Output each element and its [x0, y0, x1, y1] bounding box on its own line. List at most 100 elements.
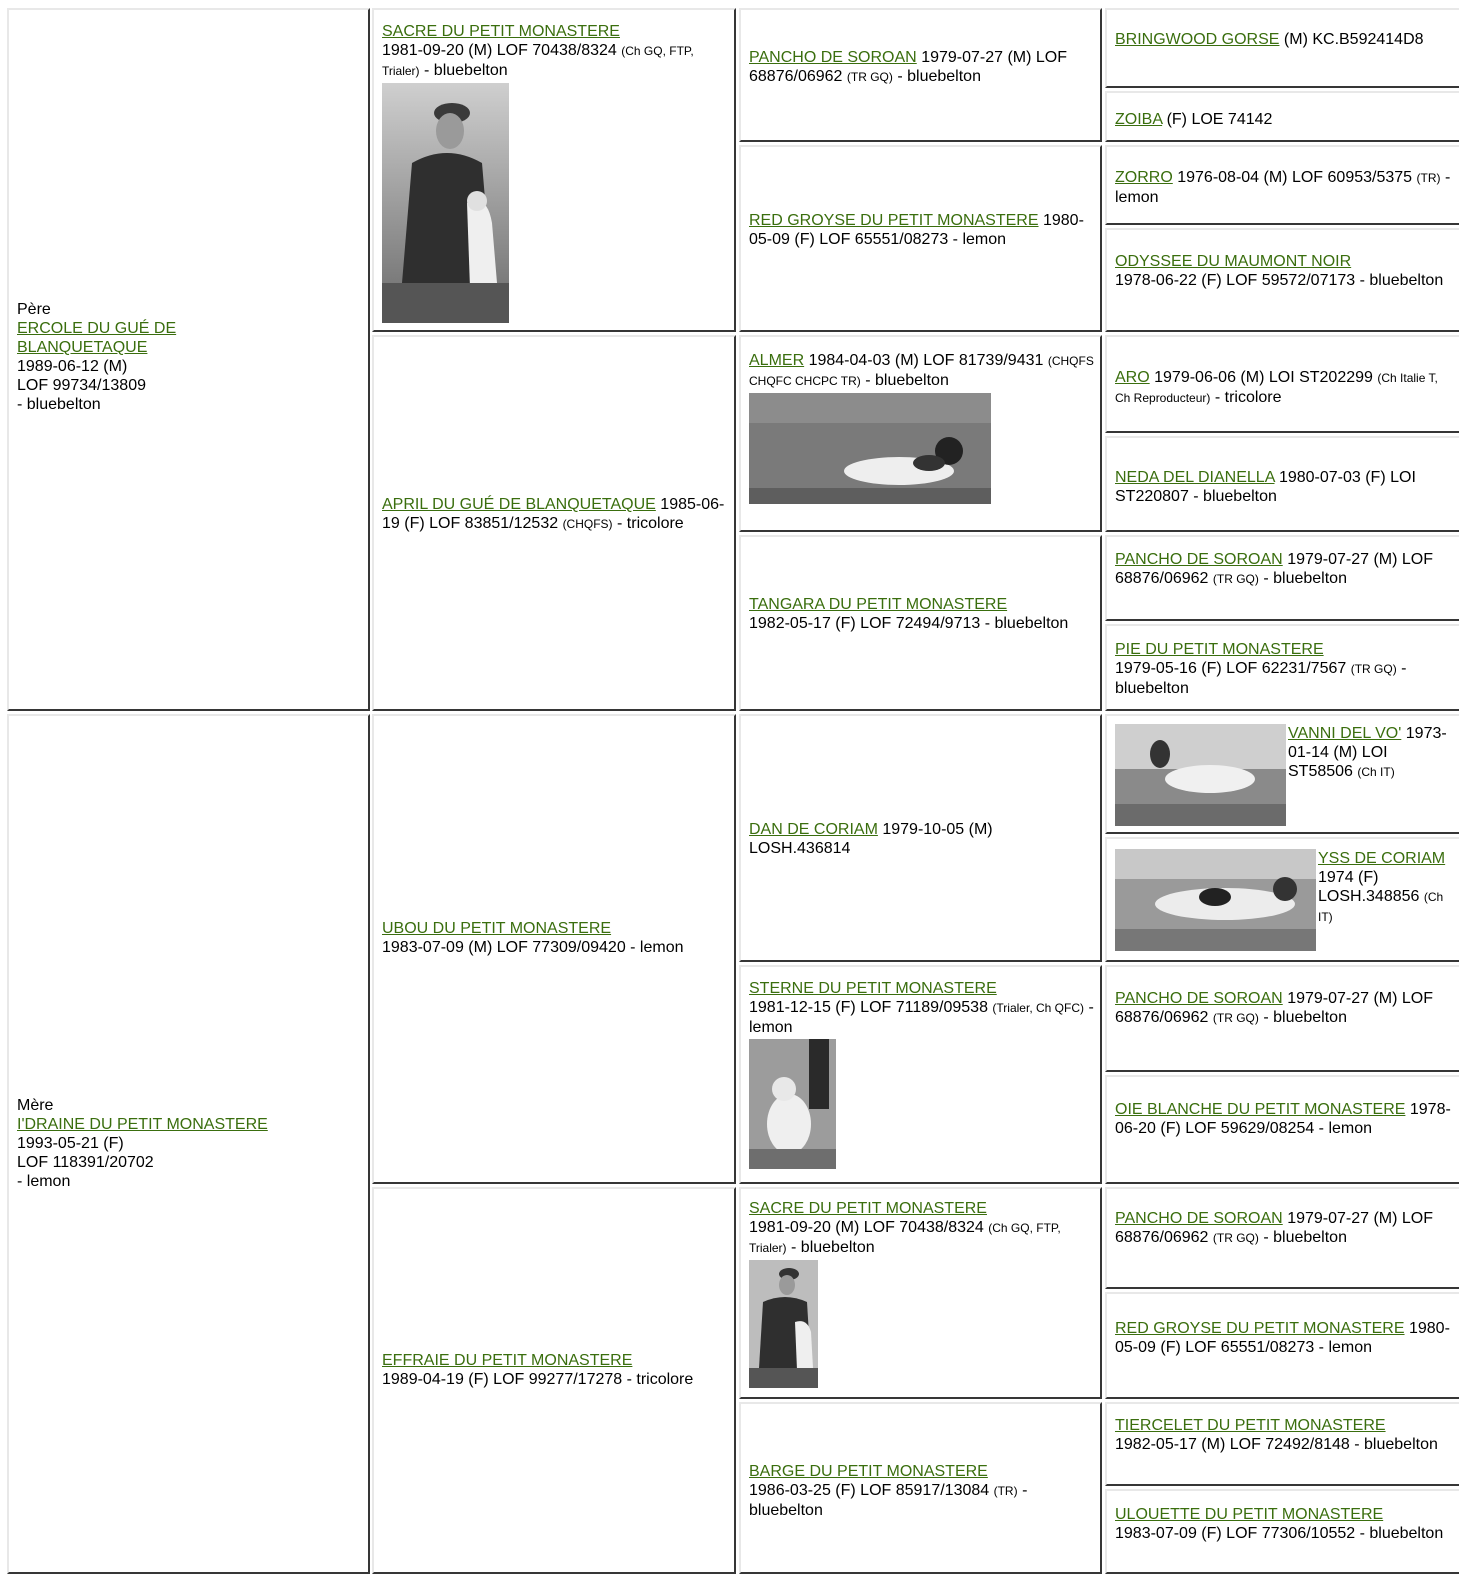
dog-link-red-groyse[interactable]: RED GROYSE DU PETIT MONASTERE [1115, 1320, 1405, 1337]
dog-link-idraine[interactable]: I'DRAINE DU PETIT MONASTERE [17, 1116, 268, 1133]
hunter-with-dog-photo [749, 1260, 1094, 1388]
pedigree-cell-neda: NEDA DEL DIANELLA 1980-07-03 (F) LOI ST2… [1105, 436, 1459, 532]
dog-color: - bluebelton [791, 1239, 875, 1256]
hunter-with-dog-photo [382, 83, 728, 323]
dog-info: 1986-03-25 (F) LOF 85917/13084 [749, 1482, 990, 1499]
dog-link-april[interactable]: APRIL DU GUÉ DE BLANQUETAQUE [382, 496, 656, 513]
dog-info: 1984-04-03 (M) LOF 81739/9431 [808, 352, 1044, 369]
pedigree-cell-oie-blanche: OIE BLANCHE DU PETIT MONASTERE 1978-06-2… [1105, 1075, 1459, 1184]
dog-color: - bluebelton [424, 62, 508, 79]
dog-info: 1983-07-09 (F) LOF 77306/10552 - bluebel… [1115, 1525, 1444, 1542]
dog-info: 1981-09-20 (M) LOF 70438/8324 [382, 42, 617, 59]
dog-color: - bluebelton [897, 68, 981, 85]
setter-standing-photo [1115, 724, 1286, 826]
dog-link-dan[interactable]: DAN DE CORIAM [749, 821, 878, 838]
pedigree-cell-pie: PIE DU PETIT MONASTERE 1979-05-16 (F) LO… [1105, 624, 1459, 711]
dog-info: 1981-09-20 (M) LOF 70438/8324 [749, 1219, 984, 1236]
dog-info: 1979-07-27 (M) LOF 68876/06962 [1115, 1210, 1434, 1246]
dog-birth: 1989-06-12 (M) [17, 358, 128, 375]
dog-info: 1980-07-03 (F) LOI ST220807 - bluebelton [1115, 469, 1416, 505]
dog-titles: (Ch Italie T, Ch Reproducteur) [1115, 371, 1438, 405]
dog-link-pancho[interactable]: PANCHO DE SOROAN [1115, 1210, 1283, 1227]
setter-pointing-photo [1115, 849, 1316, 951]
dog-info: 1979-07-27 (M) LOF 68876/06962 [1115, 990, 1434, 1026]
dog-in-field-photo [749, 393, 1094, 504]
dog-link-zorro[interactable]: ZORRO [1115, 169, 1173, 186]
dog-color: - lemon [1115, 169, 1451, 206]
dog-titles: (TR GQ) [1212, 1231, 1259, 1245]
dog-color: - bluebelton [865, 372, 949, 389]
dog-info: (M) KC.B592414D8 [1283, 31, 1424, 48]
dog-color: - lemon [17, 1173, 71, 1190]
dog-color: - bluebelton [1263, 1229, 1347, 1246]
dog-info: 1979-05-16 (F) LOF 62231/7567 [1115, 660, 1347, 677]
dog-titles: (CHQFS CHQFC CHCPC TR) [749, 354, 1094, 388]
dog-link-sacre[interactable]: SACRE DU PETIT MONASTERE [749, 1200, 987, 1217]
dog-titles: (Trialer, Ch QFC) [992, 1001, 1084, 1015]
pedigree-cell-barge: BARGE DU PETIT MONASTERE 1986-03-25 (F) … [739, 1402, 1102, 1574]
dog-color: - bluebelton [1115, 660, 1407, 697]
pedigree-cell-dam: Mère I'DRAINE DU PETIT MONASTERE 1993-05… [7, 714, 370, 1574]
pedigree-cell-tangara: TANGARA DU PETIT MONASTERE 1982-05-17 (F… [739, 535, 1102, 711]
dog-link-ulouette[interactable]: ULOUETTE DU PETIT MONASTERE [1115, 1506, 1384, 1523]
dog-link-pancho[interactable]: PANCHO DE SOROAN [1115, 990, 1283, 1007]
dog-info: 1978-06-20 (F) LOF 59629/08254 - lemon [1115, 1101, 1451, 1137]
pedigree-cell-zorro: ZORRO 1976-08-04 (M) LOF 60953/5375 (TR)… [1105, 145, 1459, 225]
dog-titles: (TR GQ) [1212, 572, 1259, 586]
dog-titles: (TR) [1416, 171, 1441, 185]
pedigree-cell-ulouette: ULOUETTE DU PETIT MONASTERE 1983-07-09 (… [1105, 1489, 1459, 1574]
dog-link-zoiba[interactable]: ZOIBA [1115, 111, 1163, 128]
pedigree-cell-aro: ARO 1979-06-06 (M) LOI ST202299 (Ch Ital… [1105, 335, 1459, 433]
dog-link-pie[interactable]: PIE DU PETIT MONASTERE [1115, 641, 1324, 658]
pedigree-cell-effraie: EFFRAIE DU PETIT MONASTERE 1989-04-19 (F… [372, 1187, 736, 1574]
pedigree-cell-dan: DAN DE CORIAM 1979-10-05 (M) LOSH.436814 [739, 714, 1102, 962]
dog-info: 1982-05-17 (M) LOF 72492/8148 - bluebelt… [1115, 1436, 1438, 1453]
dog-titles: (TR GQ) [846, 70, 893, 84]
dog-link-tangara[interactable]: TANGARA DU PETIT MONASTERE [749, 596, 1008, 613]
dog-link-pancho[interactable]: PANCHO DE SOROAN [749, 49, 917, 66]
dog-color: - lemon [749, 999, 1094, 1036]
dog-info: 1979-07-27 (M) LOF 68876/06962 [1115, 551, 1434, 587]
dog-link-ercole[interactable]: ERCOLE DU GUÉ DE BLANQUETAQUE [17, 320, 177, 356]
dog-link-ubou[interactable]: UBOU DU PETIT MONASTERE [382, 920, 612, 937]
pedigree-cell-zoiba: ZOIBA (F) LOE 74142 [1105, 91, 1459, 142]
dog-link-effraie[interactable]: EFFRAIE DU PETIT MONASTERE [382, 1352, 633, 1369]
dog-registration: LOF 99734/13809 [17, 377, 146, 394]
dog-titles: (TR) [993, 1484, 1018, 1498]
pedigree-cell-sacre-2: SACRE DU PETIT MONASTERE 1981-09-20 (M) … [739, 1187, 1102, 1399]
dog-info: (F) LOE 74142 [1166, 111, 1273, 128]
dog-link-barge[interactable]: BARGE DU PETIT MONASTERE [749, 1463, 988, 1480]
dog-link-pancho[interactable]: PANCHO DE SOROAN [1115, 551, 1283, 568]
dog-link-vanni[interactable]: VANNI DEL VO' [1288, 725, 1402, 742]
dog-link-neda[interactable]: NEDA DEL DIANELLA [1115, 469, 1275, 486]
dog-titles: (TR GQ) [1350, 662, 1397, 676]
dog-registration: LOF 118391/20702 [17, 1154, 154, 1171]
dog-link-oie-blanche[interactable]: OIE BLANCHE DU PETIT MONASTERE [1115, 1101, 1406, 1118]
dog-titles: (Ch IT) [1357, 765, 1395, 779]
dog-info: 1973-01-14 (M) LOI ST58506 [1288, 725, 1447, 780]
dog-info: 1989-04-19 (F) LOF 99277/17278 - tricolo… [382, 1371, 694, 1388]
dog-titles: (CHQFS) [562, 517, 613, 531]
pedigree-cell-almer: ALMER 1984-04-03 (M) LOF 81739/9431 (CHQ… [739, 335, 1102, 532]
dog-info: 1976-08-04 (M) LOF 60953/5375 [1177, 169, 1413, 186]
dog-link-aro[interactable]: ARO [1115, 369, 1150, 386]
dog-info: 1985-06-19 (F) LOF 83851/12532 [382, 496, 725, 532]
dog-link-sterne[interactable]: STERNE DU PETIT MONASTERE [749, 980, 997, 997]
dog-link-bringwood[interactable]: BRINGWOOD GORSE [1115, 31, 1280, 48]
dog-link-sacre[interactable]: SACRE DU PETIT MONASTERE [382, 23, 620, 40]
pedigree-cell-pancho: PANCHO DE SOROAN 1979-07-27 (M) LOF 6887… [739, 8, 1102, 142]
dog-link-almer[interactable]: ALMER [749, 352, 805, 369]
dog-link-red-groyse[interactable]: RED GROYSE DU PETIT MONASTERE [749, 212, 1039, 229]
dog-info: 1981-12-15 (F) LOF 71189/09538 [749, 999, 988, 1016]
pedigree-cell-ubou: UBOU DU PETIT MONASTERE 1983-07-09 (M) L… [372, 714, 736, 1184]
dog-titles: (Ch GQ, FTP, Trialer) [749, 1221, 1061, 1255]
pedigree-cell-tiercelet: TIERCELET DU PETIT MONASTERE 1982-05-17 … [1105, 1402, 1459, 1486]
dog-info: 1980-05-09 (F) LOF 65551/08273 - lemon [749, 212, 1084, 248]
dog-link-odyssee[interactable]: ODYSSEE DU MAUMONT NOIR [1115, 253, 1352, 270]
pedigree-cell-red-groyse: RED GROYSE DU PETIT MONASTERE 1980-05-09… [739, 145, 1102, 332]
dog-link-yss[interactable]: YSS DE CORIAM [1318, 850, 1446, 867]
dog-link-tiercelet[interactable]: TIERCELET DU PETIT MONASTERE [1115, 1417, 1386, 1434]
dog-info: 1979-07-27 (M) LOF 68876/06962 [749, 49, 1068, 85]
pedigree-cell-pancho-3: PANCHO DE SOROAN 1979-07-27 (M) LOF 6887… [1105, 965, 1459, 1072]
dog-info: 1980-05-09 (F) LOF 65551/08273 - lemon [1115, 1320, 1450, 1356]
